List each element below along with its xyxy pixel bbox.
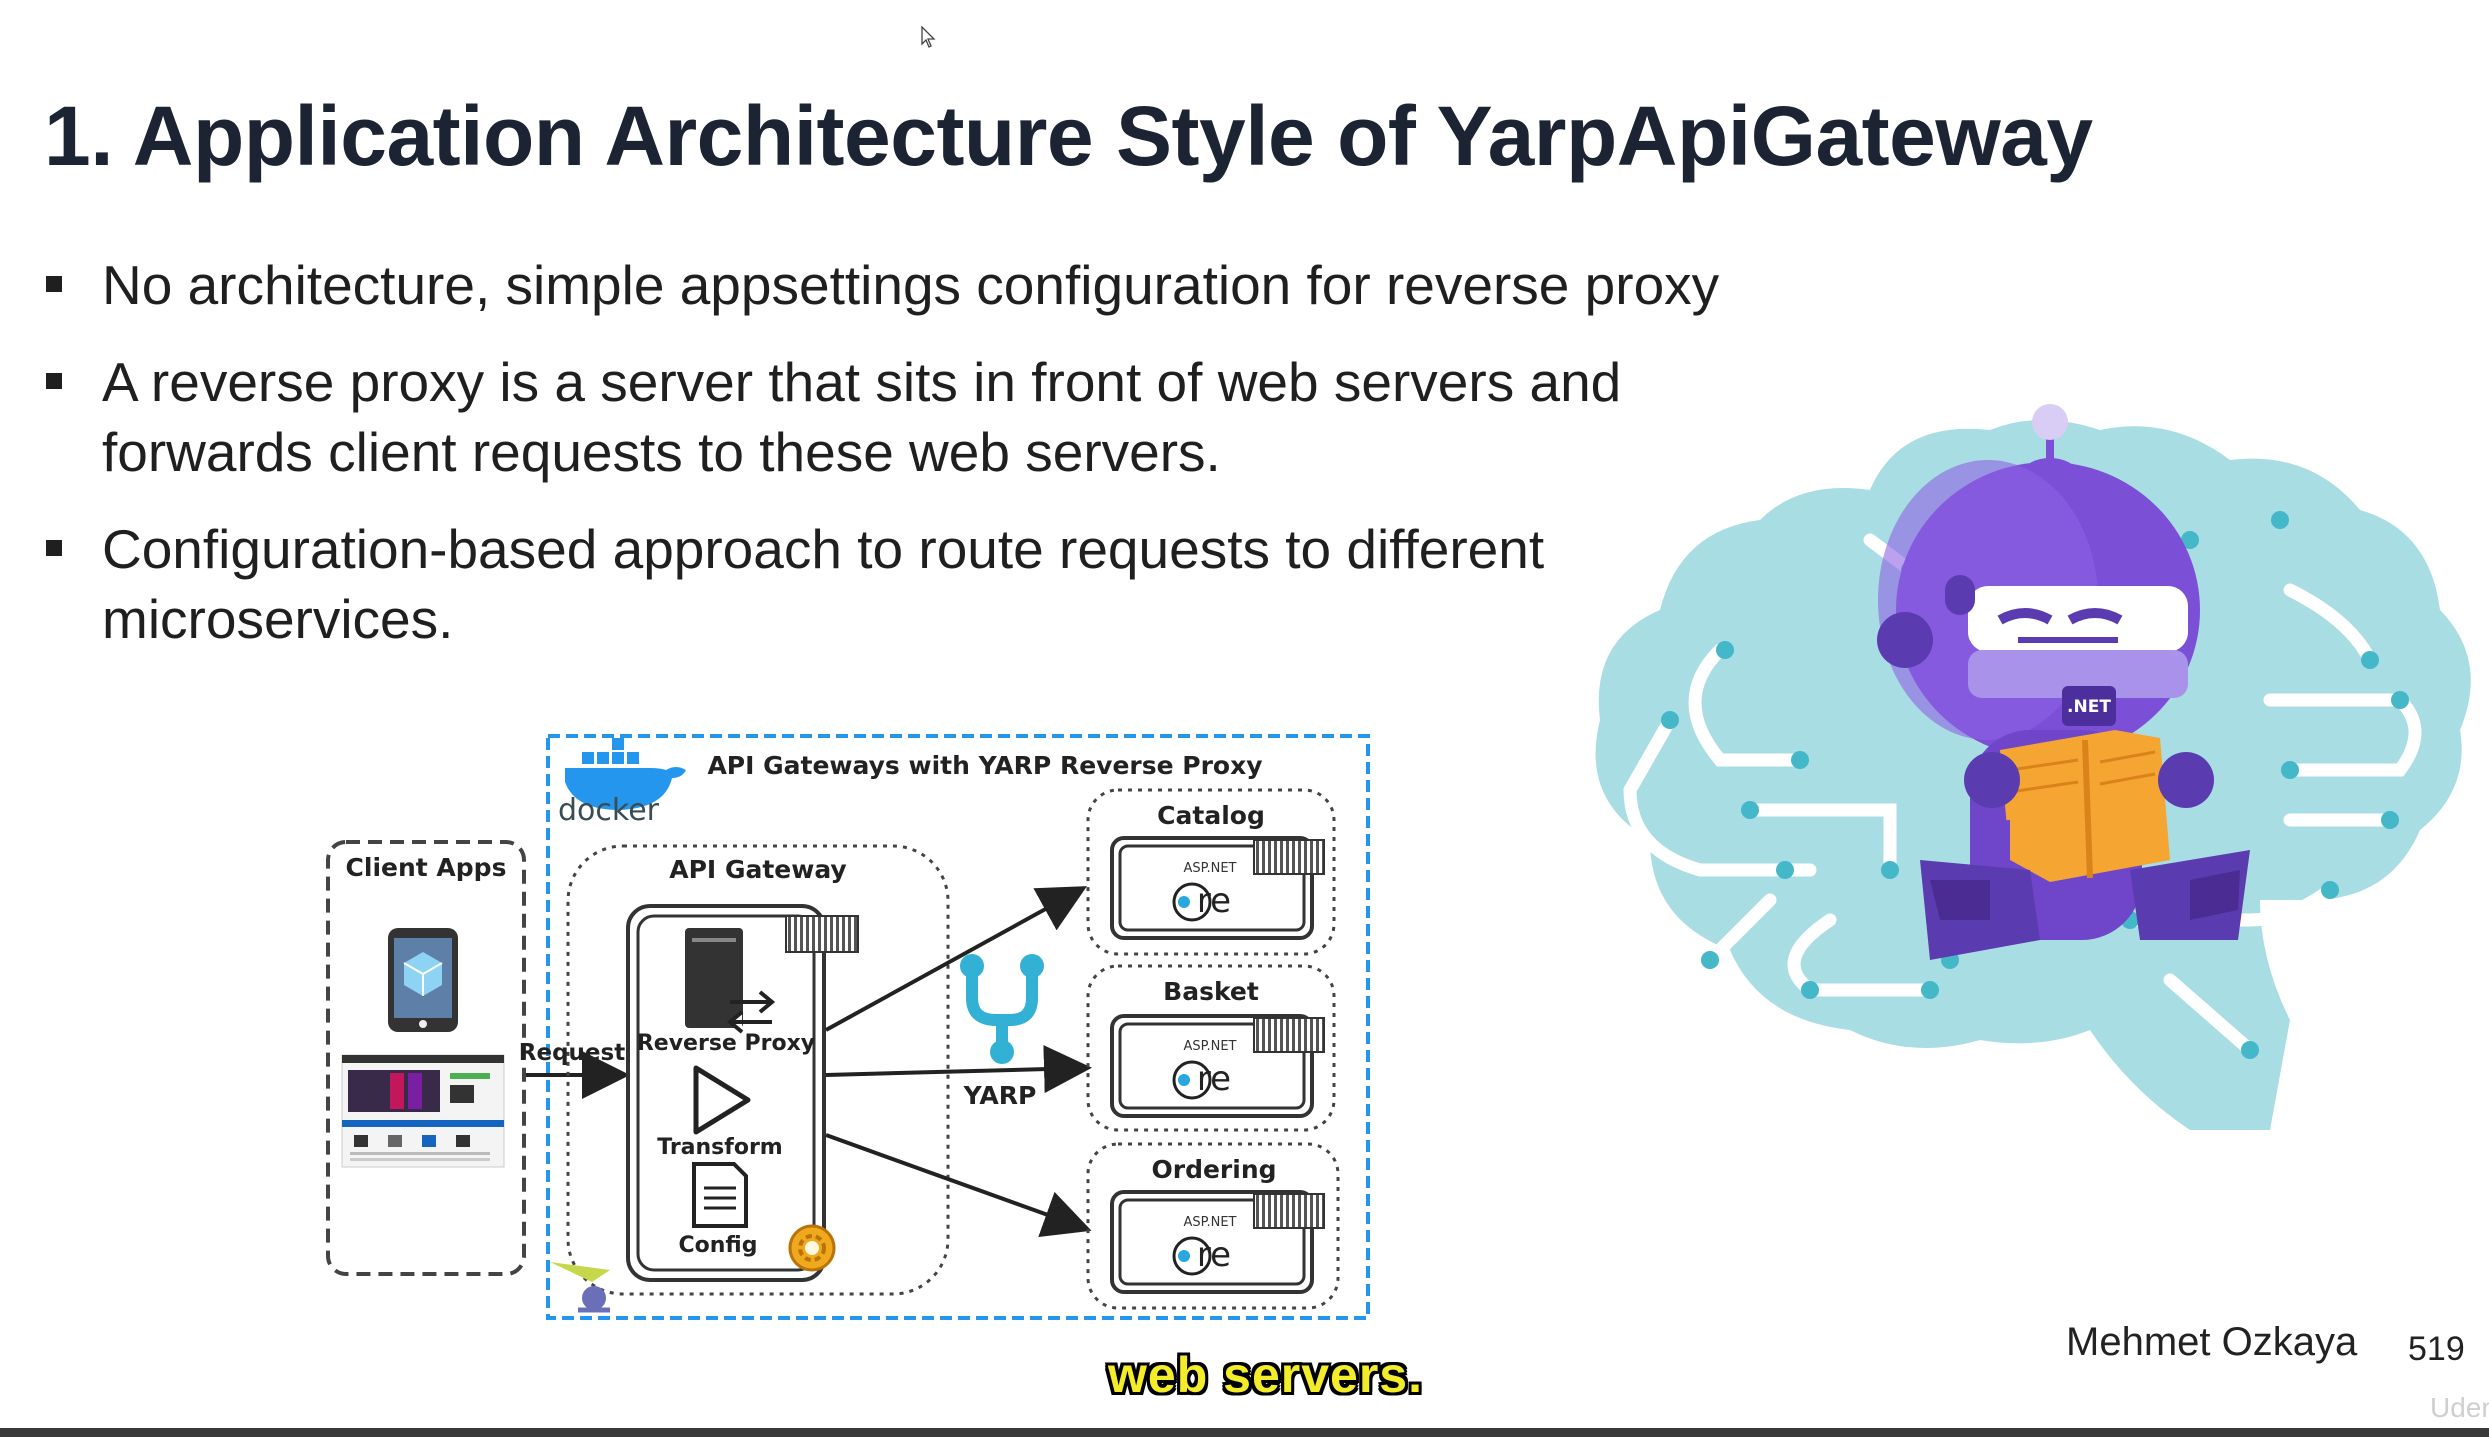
dotnet-bot-illustration: .NET <box>1570 400 2489 1145</box>
architecture-diagram: API Gateways with YARP Reverse Proxy doc… <box>320 730 1390 1340</box>
phone-icon <box>388 928 458 1032</box>
document-icon <box>692 1162 748 1228</box>
aspnet-core-label: re <box>1197 881 1231 921</box>
bullet-square-icon <box>46 540 62 556</box>
yarp-label: YARP <box>963 1081 1037 1110</box>
bullet-list: No architecture, simple appsettings conf… <box>44 250 1824 681</box>
yarp-mascot-icon <box>550 1262 610 1313</box>
container-stripe-icon <box>785 915 859 953</box>
dotnet-bot-icon: .NET <box>1877 404 2250 960</box>
aspnet-core-label: re <box>1197 1059 1231 1099</box>
slide-title: 1. Application Architecture Style of Yar… <box>44 89 2093 183</box>
bullet-text: No architecture, simple appsettings conf… <box>102 254 1720 316</box>
dotnet-badge: .NET <box>2067 697 2111 717</box>
transform-label: Transform <box>657 1135 783 1160</box>
aspnet-core-label: re <box>1197 1235 1231 1275</box>
gear-icon <box>788 1224 836 1272</box>
client-apps-box <box>326 840 526 1276</box>
yarp-icon <box>960 954 1044 1064</box>
aspnet-label: ASP.NET <box>1184 861 1237 876</box>
bullet-text: A reverse proxy is a server that sits in… <box>102 351 1622 483</box>
author-name: Mehmet Ozkaya <box>2066 1320 2358 1364</box>
service-name: Basket <box>1163 977 1259 1006</box>
service-ordering: Ordering ASP.NET re <box>1086 1142 1340 1310</box>
bullet-item: Configuration-based approach to route re… <box>44 514 1742 654</box>
bullet-item: A reverse proxy is a server that sits in… <box>44 347 1822 487</box>
config-label: Config <box>679 1233 758 1258</box>
play-icon <box>693 1065 751 1135</box>
subtitle-caption: web servers. <box>1108 1347 1423 1403</box>
docker-container-box <box>546 734 1370 1320</box>
mouse-cursor-icon <box>921 25 937 55</box>
api-gateway-box <box>566 844 950 1296</box>
video-progress-bar[interactable] <box>0 1428 2489 1437</box>
request-label: Request <box>519 1040 625 1066</box>
service-catalog: Catalog ASP.NET re <box>1086 788 1336 956</box>
bullet-text: Configuration-based approach to route re… <box>102 518 1545 650</box>
reverse-proxy-label: Reverse Proxy <box>637 1031 815 1056</box>
bullet-item: No architecture, simple appsettings conf… <box>44 250 1902 320</box>
udemy-watermark: Uden <box>2430 1392 2489 1423</box>
bullet-square-icon <box>46 373 62 389</box>
page-number: 519 <box>2408 1330 2465 1368</box>
service-name: Ordering <box>1151 1155 1276 1184</box>
aspnet-label: ASP.NET <box>1184 1215 1237 1230</box>
diagram-title: API Gateways with YARP Reverse Proxy <box>707 751 1262 780</box>
website-screenshot-icon <box>341 1054 505 1168</box>
docker-label: docker <box>558 793 660 828</box>
docker-whale-icon <box>565 738 686 810</box>
service-name: Catalog <box>1157 801 1265 830</box>
service-basket: Basket ASP.NET re <box>1086 964 1336 1132</box>
aspnet-label: ASP.NET <box>1184 1039 1237 1054</box>
server-icon <box>685 928 776 1034</box>
bullet-square-icon <box>46 276 62 292</box>
client-apps-label: Client Apps <box>346 853 507 882</box>
api-gateway-label: API Gateway <box>669 855 846 884</box>
